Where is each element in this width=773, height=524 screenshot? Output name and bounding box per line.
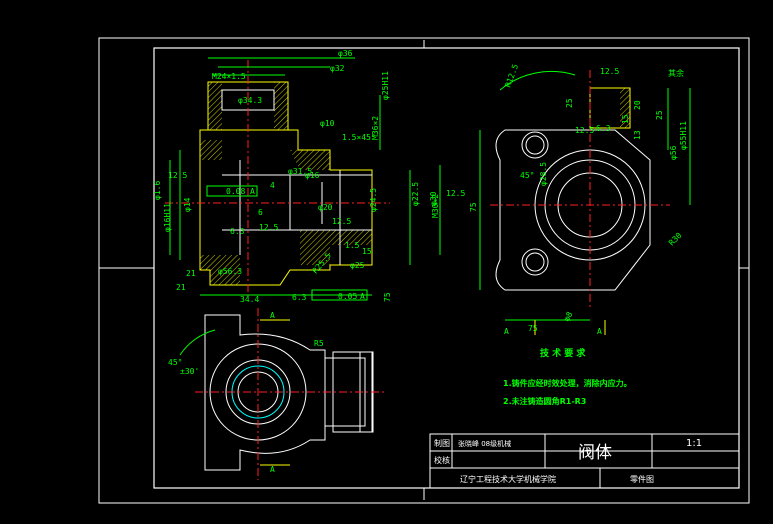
- dim-text: M30×2: [431, 194, 440, 218]
- drawn-by-label: 制图: [434, 438, 450, 448]
- tech-req-item: 1.铸件应经时效处理，消除内应力。: [503, 378, 632, 388]
- dim-text: φ36: [338, 49, 353, 58]
- dim-text: ±30': [180, 367, 199, 376]
- dim-text: M24×1.5: [212, 72, 246, 81]
- dim-text: φ30: [429, 191, 438, 206]
- dim-text: 6: [258, 208, 263, 217]
- dim-text: φ31.5: [288, 167, 312, 176]
- dim-text: φ16: [305, 171, 320, 180]
- dim-text: φ20: [318, 203, 333, 212]
- dim-text: 15: [362, 247, 372, 256]
- part-name: 阀体: [578, 443, 612, 463]
- dim-text: 6.3: [292, 293, 307, 302]
- dim-text: 12.5: [575, 126, 594, 135]
- dim-text: 6.3: [596, 124, 611, 133]
- dim-text: 20: [633, 100, 642, 110]
- drawn-by-value: 张晓峰 08级机械: [458, 439, 511, 448]
- dim-text: 6.3: [230, 227, 245, 236]
- section-label: A: [597, 327, 602, 336]
- dim-text: A: [250, 187, 255, 196]
- dim-text: φ24.5: [369, 188, 378, 212]
- dim-text: 75: [528, 324, 538, 333]
- dim-text: 25: [655, 110, 664, 120]
- dim-text: M36×2: [371, 116, 380, 140]
- dim-text: 12.5: [446, 189, 465, 198]
- dim-text: 45°: [168, 358, 182, 367]
- tech-req-heading: 技 术 要 求: [540, 347, 586, 359]
- dim-text: φ56: [669, 145, 678, 160]
- dim-text: 4: [270, 181, 275, 190]
- dim-text: 12.5: [259, 223, 278, 232]
- drawing-type: 零件图: [630, 474, 654, 484]
- dim-text: A: [360, 292, 365, 301]
- dim-text: 1.5: [345, 241, 360, 250]
- tech-req-item: 2.未注铸造圆角R1-R3: [503, 396, 586, 406]
- section-label: A: [504, 327, 509, 336]
- dim-text: 21: [186, 269, 196, 278]
- dim-text: φ10: [320, 119, 335, 128]
- dim-text: 75: [469, 202, 478, 212]
- top-view: [179, 308, 385, 480]
- side-dimension-texts: R12.5 12.5 25 12.5 φ28.5 6.3 25 15 13 20…: [469, 63, 688, 336]
- dim-text: 12.5: [332, 217, 351, 226]
- technical-requirements: 技 术 要 求 1.铸件应经时效处理，消除内应力。 2.未注铸造圆角R1-R3: [503, 347, 632, 406]
- scale-value: 1:1: [686, 438, 702, 449]
- dim-text: 34.4: [240, 295, 259, 304]
- dim-text: φ1.6: [153, 181, 162, 200]
- dim-text: 1.5×45°: [342, 133, 376, 142]
- dim-text: 45°: [520, 171, 534, 180]
- dim-text: 12.5: [600, 67, 619, 76]
- dim-text: 0.08: [226, 187, 245, 196]
- dim-text: φ16H11: [163, 203, 172, 232]
- outer-sheet-border: [98, 37, 750, 504]
- dim-text: φ56.3: [218, 267, 242, 276]
- dim-text: φ25: [350, 261, 365, 270]
- side-view: [479, 70, 691, 335]
- dim-text: R5: [314, 339, 324, 348]
- front-section-view: [165, 57, 441, 301]
- top-dimension-texts: 45° ±30' R5 A A: [168, 311, 324, 474]
- institution-name: 辽宁工程技术大学机械学院: [460, 474, 556, 484]
- dim-text: φ25H11: [381, 71, 390, 100]
- dim-text: 75: [383, 292, 392, 302]
- dim-text: 15: [621, 114, 630, 124]
- dim-text: 13: [633, 130, 642, 140]
- side-body-outline: [495, 129, 651, 291]
- dim-text: R30: [667, 231, 684, 248]
- dim-text: φ34.3: [238, 96, 262, 105]
- roughness-note: 其余: [668, 68, 684, 78]
- dim-text: φ32: [330, 64, 345, 73]
- dim-text: 25: [565, 98, 574, 108]
- dim-text: φ22.5: [411, 182, 420, 206]
- section-label: A: [270, 465, 275, 474]
- top-body-outline: [204, 314, 326, 471]
- dim-text: φ28.5: [539, 162, 548, 186]
- dim-text: R12.5: [503, 63, 520, 89]
- dim-text: φ14: [183, 197, 192, 212]
- section-label: A: [270, 311, 275, 320]
- checked-by-label: 校核: [434, 455, 450, 465]
- dim-text: 21: [176, 283, 186, 292]
- dim-text: φ8: [562, 310, 575, 323]
- dim-text: 12.5: [168, 171, 187, 180]
- title-block: 制图 校核 张晓峰 08级机械 阀体 1:1 辽宁工程技术大学机械学院 零件图: [429, 433, 740, 489]
- dim-text: φ55H11: [679, 121, 688, 150]
- dim-text: 0.05: [338, 292, 357, 301]
